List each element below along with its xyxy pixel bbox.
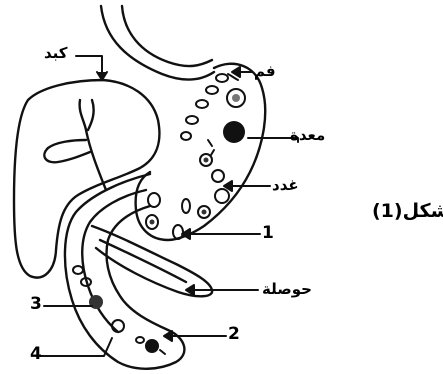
label-pointer-3: 3 xyxy=(30,296,42,313)
label-crop: حوصلة xyxy=(262,282,312,297)
label-pointer-4: 4 xyxy=(30,346,42,363)
gland-cells xyxy=(146,89,245,239)
liver-outline xyxy=(14,80,159,278)
label-mouth-parts: فم xyxy=(254,64,276,79)
gallbladder xyxy=(44,140,90,162)
label-pointer-2: 2 xyxy=(228,326,240,343)
label-glands: غدد xyxy=(272,178,299,193)
esophagus-outline-inner xyxy=(122,6,212,66)
label-stomach: معدة xyxy=(290,128,325,143)
label-liver: كبد xyxy=(44,46,68,61)
esophagus-outline xyxy=(101,6,214,80)
bile-duct-branch xyxy=(88,100,94,130)
label-pointer-1: 1 xyxy=(262,225,274,242)
figure-caption: (1)شكل xyxy=(372,202,443,221)
